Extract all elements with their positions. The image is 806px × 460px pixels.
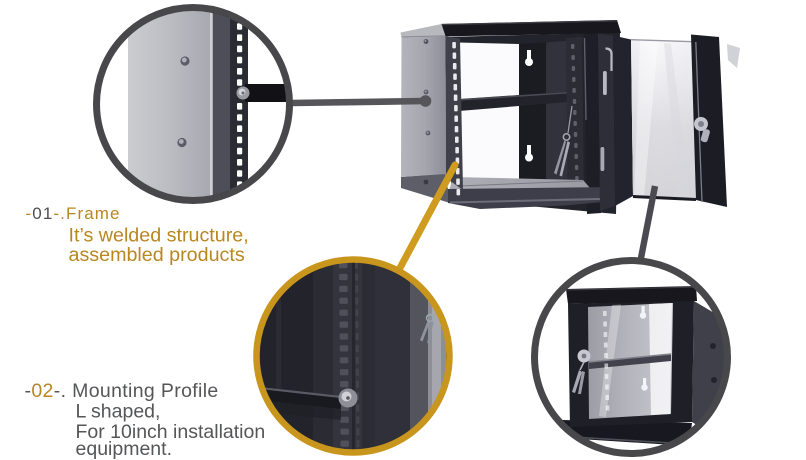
svg-text:-01-.Frame: -01-.Frame: [26, 204, 121, 223]
svg-text:assembled products: assembled products: [69, 244, 245, 266]
svg-text:equipment.: equipment.: [76, 438, 172, 460]
svg-text:For 10inch installation: For 10inch installation: [76, 421, 266, 443]
svg-text:-02-. Mounting Profile: -02-. Mounting Profile: [25, 380, 219, 402]
svg-text:It’s welded structure,: It’s welded structure,: [69, 224, 249, 246]
svg-text:L shaped,: L shaped,: [76, 401, 161, 423]
